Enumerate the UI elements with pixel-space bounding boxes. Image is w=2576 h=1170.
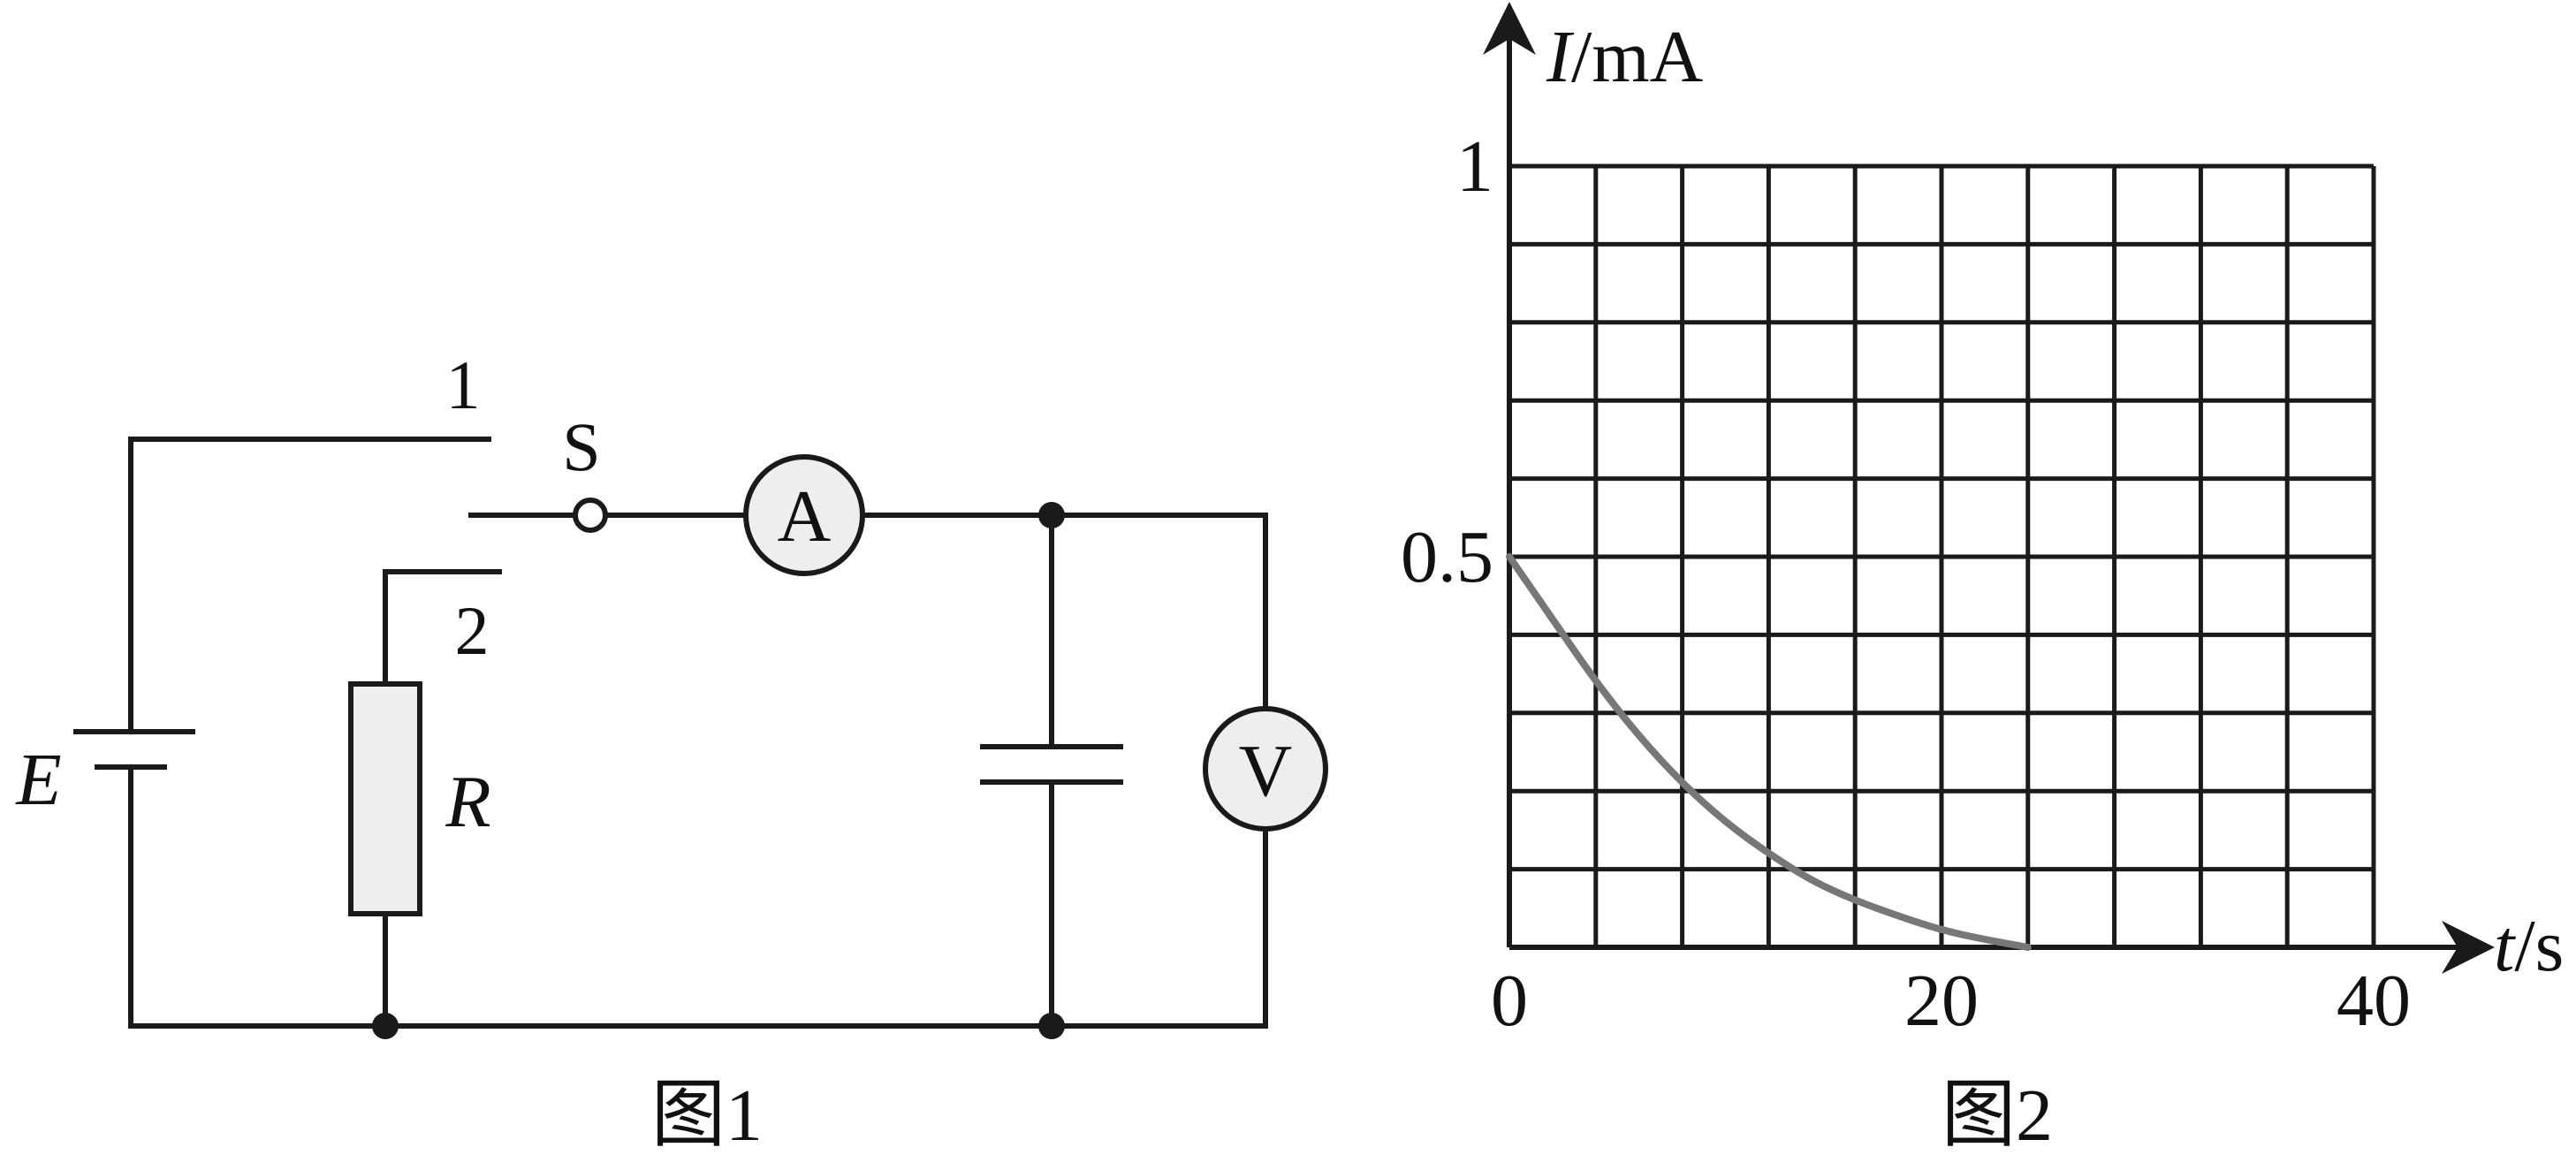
figure1-caption: 图1 — [651, 1075, 763, 1157]
current-decay-curve — [1506, 553, 2032, 951]
battery-label: E — [15, 739, 61, 821]
resistor-label: R — [445, 761, 490, 843]
switch-label: S — [562, 408, 600, 485]
y-tick-label: 1 — [1456, 125, 1493, 208]
x-tick-label: 20 — [1904, 960, 1979, 1042]
switch-position-1-label: 1 — [446, 346, 481, 423]
voltmeter-symbol: V — [1239, 730, 1293, 812]
figure2-caption: 图2 — [1941, 1075, 2053, 1157]
x-axis-symbol: t — [2494, 905, 2517, 987]
x-axis-unit: /s — [2514, 905, 2564, 987]
axis-ticks: 0 20 40 0.5 1 — [1401, 125, 2411, 1042]
graph-grid — [1507, 163, 2376, 950]
x-axis-label: t/s — [2494, 905, 2564, 987]
switch-pivot — [573, 498, 608, 533]
battery — [73, 729, 195, 770]
wire-left-top — [128, 437, 491, 734]
resistor — [348, 681, 422, 916]
junction-node — [1038, 1013, 1065, 1039]
capacitor — [980, 744, 1123, 785]
ammeter-symbol: A — [778, 475, 832, 558]
y-axis-label: I/mA — [1546, 16, 1704, 98]
y-axis-unit: /mA — [1571, 16, 1704, 98]
circuit-diagram: 1 S 2 E R A V 图1 — [15, 346, 1328, 1157]
y-tick-label: 0.5 — [1401, 516, 1493, 598]
switch-position-2-label: 2 — [455, 592, 490, 669]
current-time-graph: 0 20 40 0.5 1 I/mA t/s 图2 — [1401, 2, 2564, 1157]
junction-node — [372, 1013, 399, 1039]
y-axis-symbol: I — [1546, 16, 1575, 98]
x-tick-label: 40 — [2337, 960, 2411, 1042]
x-tick-label: 0 — [1491, 960, 1528, 1042]
wire-position-2 — [383, 569, 502, 687]
